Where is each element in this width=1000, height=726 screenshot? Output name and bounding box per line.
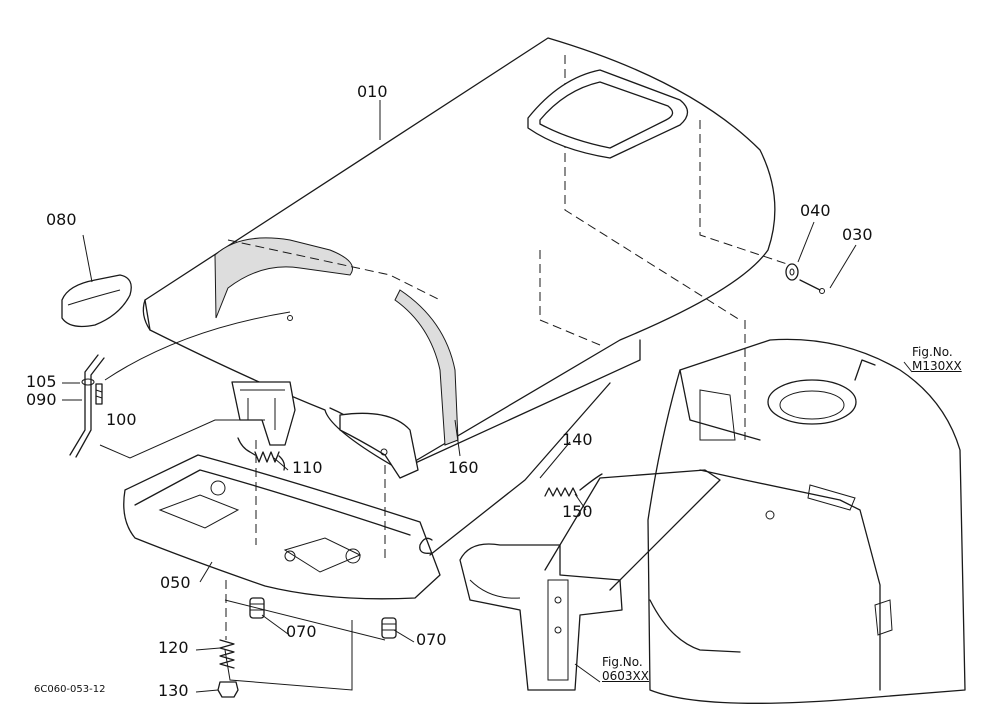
pin-030 <box>799 279 825 294</box>
figure-reference-lower: Fig.No. 0603XX <box>602 655 649 684</box>
hood-vent <box>527 69 689 159</box>
callout-070-right: 070 <box>416 630 447 649</box>
callout-150: 150 <box>562 502 593 521</box>
hood-side-latch <box>339 412 419 479</box>
callout-010: 010 <box>357 82 388 101</box>
nut-130 <box>217 681 239 698</box>
spring-120 <box>219 639 235 669</box>
callout-105: 105 <box>26 372 57 391</box>
spring-110 <box>237 437 286 471</box>
callout-090: 090 <box>26 390 57 409</box>
pedal-bracket-assembly <box>459 469 721 691</box>
hood-hinge-bracket <box>231 381 296 446</box>
base-plate-050 <box>123 454 441 600</box>
callout-030: 030 <box>842 225 873 244</box>
document-code: 6C060-053-12 <box>34 684 106 695</box>
callout-070-left: 070 <box>286 622 317 641</box>
callout-040: 040 <box>800 201 831 220</box>
linkage-rod-140 <box>419 382 611 556</box>
callout-160: 160 <box>448 458 479 477</box>
seat-cushion-080 <box>61 274 132 328</box>
callout-100: 100 <box>106 410 137 429</box>
leader-lines <box>62 100 913 693</box>
washer-040 <box>785 263 799 281</box>
figure-reference-number: 0603XX <box>602 668 649 683</box>
callout-140: 140 <box>562 430 593 449</box>
fuel-tank-assembly <box>647 338 966 704</box>
figure-reference-upper: Fig.No. M130XX <box>912 345 962 374</box>
callout-120: 120 <box>158 638 189 657</box>
support-rod-090 <box>69 354 105 458</box>
figure-reference-label: Fig.No. <box>912 345 953 359</box>
rubber-foot-070-right <box>381 617 397 639</box>
callout-110: 110 <box>292 458 323 477</box>
figure-reference-label: Fig.No. <box>602 655 643 669</box>
bolt-100 <box>95 383 103 405</box>
spring-150 <box>544 473 603 497</box>
figure-reference-number: M130XX <box>912 358 962 373</box>
callout-130: 130 <box>158 681 189 700</box>
callout-050: 050 <box>160 573 191 592</box>
callout-080: 080 <box>46 210 77 229</box>
hood-panel-010 <box>142 37 791 479</box>
